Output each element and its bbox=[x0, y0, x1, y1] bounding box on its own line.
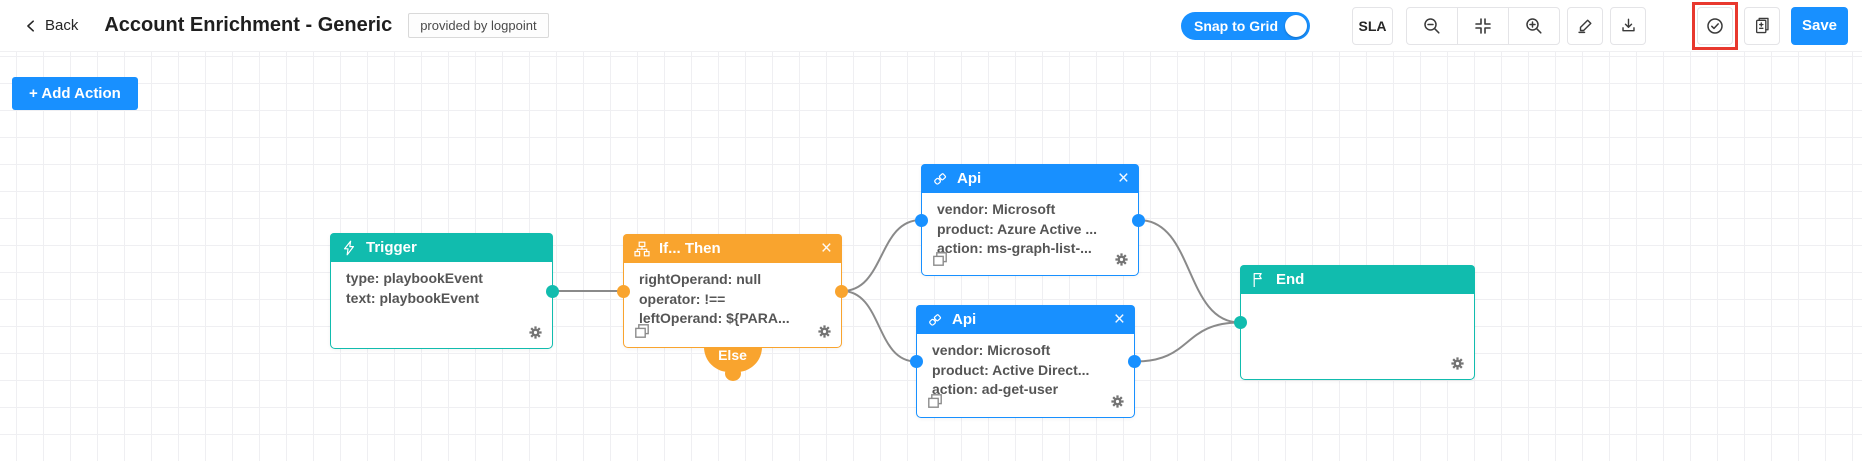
node-body bbox=[1241, 294, 1474, 378]
edge-if-then-api-ad bbox=[841, 290, 917, 363]
node-header[interactable]: If... Then × bbox=[623, 234, 842, 263]
save-button[interactable]: Save bbox=[1791, 6, 1848, 45]
zoom-in-icon bbox=[1525, 17, 1543, 35]
gear-icon[interactable] bbox=[817, 324, 832, 339]
zoom-out-button[interactable] bbox=[1406, 6, 1458, 45]
annotation-red-box bbox=[1692, 1, 1738, 50]
gear-icon[interactable] bbox=[1450, 356, 1465, 371]
node-header[interactable]: Api × bbox=[921, 164, 1139, 193]
port-out[interactable] bbox=[1128, 355, 1141, 368]
node-body: type: playbookEvent text: playbookEvent bbox=[331, 262, 552, 347]
edit-button[interactable] bbox=[1567, 6, 1603, 45]
lightning-icon bbox=[341, 240, 357, 256]
node-property-line: text: playbookEvent bbox=[346, 289, 480, 306]
topbar-left: Back Account Enrichment - Generic provid… bbox=[24, 13, 549, 38]
node-title: Api bbox=[952, 311, 977, 328]
node-body: rightOperand: null operator: !== leftOpera… bbox=[624, 263, 841, 346]
node-property-line: leftOperand: ${PARA... bbox=[639, 310, 790, 326]
back-button[interactable]: Back bbox=[24, 17, 78, 34]
port-in[interactable] bbox=[617, 284, 630, 298]
port-out[interactable] bbox=[1132, 213, 1145, 227]
node-property-line: rightOperand: null bbox=[639, 271, 762, 287]
duplicate-node-icon[interactable] bbox=[927, 393, 943, 409]
node-body: vendor: Microsoft product: Active Direct.… bbox=[917, 334, 1134, 416]
close-icon[interactable]: × bbox=[820, 238, 832, 259]
provided-by-badge: provided by logpoint bbox=[408, 13, 549, 38]
snap-to-grid-label: Snap to Grid bbox=[1194, 17, 1278, 34]
page-title: Account Enrichment - Generic bbox=[104, 14, 393, 36]
edge-api-ad-end bbox=[1134, 321, 1241, 363]
topbar: Back Account Enrichment - Generic provid… bbox=[0, 0, 1862, 52]
download-button[interactable] bbox=[1610, 6, 1646, 45]
edge-if-then-api-azure bbox=[841, 219, 922, 292]
gear-icon[interactable] bbox=[528, 325, 543, 340]
node-header[interactable]: Api × bbox=[916, 305, 1135, 334]
toggle-knob bbox=[1285, 14, 1307, 37]
download-icon bbox=[1620, 17, 1637, 34]
node-property-line: vendor: Microsoft bbox=[937, 201, 1056, 217]
duplicate-node-icon[interactable] bbox=[932, 251, 948, 267]
gear-icon[interactable] bbox=[1114, 252, 1129, 267]
node-if-then[interactable]: If... Then × rightOperand: null operator: !… bbox=[617, 234, 848, 381]
chevron-left-icon bbox=[24, 19, 38, 33]
duplicate-button[interactable] bbox=[1744, 6, 1780, 45]
node-property-line: action: ms-graph-list-... bbox=[937, 240, 1092, 256]
sitemap-icon bbox=[634, 241, 650, 257]
port-in[interactable] bbox=[910, 355, 923, 368]
gear-icon[interactable] bbox=[1110, 394, 1125, 409]
port-in[interactable] bbox=[915, 213, 928, 227]
node-property-line: product: Active Direct... bbox=[932, 361, 1090, 378]
check-circle-icon bbox=[1706, 17, 1724, 35]
node-title: End bbox=[1276, 271, 1305, 288]
fit-view-button[interactable] bbox=[1457, 6, 1509, 45]
port-out[interactable] bbox=[835, 284, 848, 298]
node-title: Trigger bbox=[366, 239, 417, 256]
flag-icon bbox=[1251, 272, 1267, 288]
close-icon[interactable]: × bbox=[1113, 309, 1125, 330]
duplicate-file-icon bbox=[1754, 17, 1771, 34]
plug-icon bbox=[932, 171, 948, 187]
node-end[interactable]: End bbox=[1234, 265, 1475, 380]
zoom-controls bbox=[1406, 6, 1560, 45]
zoom-in-button[interactable] bbox=[1508, 6, 1560, 45]
node-property-line: operator: !== bbox=[639, 290, 726, 307]
edge-api-azure-end bbox=[1138, 219, 1241, 324]
node-property-line: vendor: Microsoft bbox=[932, 342, 1051, 358]
node-title: If... Then bbox=[659, 240, 721, 257]
edit-icon bbox=[1577, 17, 1594, 34]
node-property-line: product: Azure Active ... bbox=[937, 220, 1097, 237]
zoom-out-icon bbox=[1423, 17, 1441, 35]
fit-view-icon bbox=[1474, 17, 1492, 35]
node-api-azure[interactable]: Api × vendor: Microsoft product: Azure Acti… bbox=[915, 164, 1145, 276]
port-in[interactable] bbox=[1234, 316, 1247, 329]
port-out[interactable] bbox=[546, 284, 559, 298]
node-header[interactable]: Trigger bbox=[330, 233, 553, 262]
topbar-right: Snap to Grid SLA bbox=[1181, 1, 1848, 50]
edges-layer bbox=[553, 219, 1241, 363]
node-property-line: action: ad-get-user bbox=[932, 381, 1059, 397]
duplicate-node-icon[interactable] bbox=[634, 323, 650, 339]
sla-button[interactable]: SLA bbox=[1352, 6, 1393, 45]
close-icon[interactable]: × bbox=[1117, 168, 1129, 189]
node-property-line: type: playbookEvent bbox=[346, 270, 483, 286]
node-trigger[interactable]: Trigger type: playbookEvent text: playbook… bbox=[330, 233, 559, 349]
back-label: Back bbox=[45, 17, 79, 34]
node-header[interactable]: End bbox=[1240, 265, 1475, 294]
node-api-ad[interactable]: Api × vendor: Microsoft product: Active Dir… bbox=[910, 305, 1141, 418]
else-label: Else bbox=[718, 347, 747, 363]
snap-to-grid-toggle[interactable]: Snap to Grid bbox=[1181, 11, 1310, 40]
node-title: Api bbox=[957, 170, 982, 187]
plug-icon bbox=[927, 312, 943, 328]
add-action-button[interactable]: + Add Action bbox=[12, 77, 138, 110]
node-body: vendor: Microsoft product: Azure Active .… bbox=[922, 193, 1138, 274]
validate-button[interactable] bbox=[1697, 6, 1733, 45]
